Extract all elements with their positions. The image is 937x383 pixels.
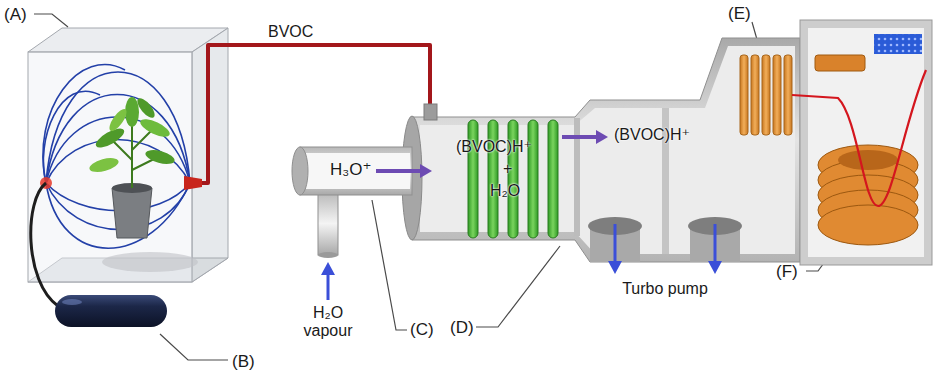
turbo-pump-ports <box>588 217 742 262</box>
gas-flow-arrows <box>321 224 722 300</box>
ion-label: + <box>503 160 512 178</box>
mass-analyser <box>815 55 865 71</box>
potted-plant <box>112 188 152 238</box>
ion-lens-plates <box>762 55 770 135</box>
ion-flight-path <box>792 70 926 206</box>
gas-flow-arrows <box>614 224 617 262</box>
air-ports <box>40 176 202 190</box>
callout-letter: (E) <box>728 4 751 24</box>
leader-lines <box>476 246 560 327</box>
leader-lines <box>34 14 832 360</box>
air-supply-canister <box>62 299 82 305</box>
mass-analyser <box>818 205 918 245</box>
ion-label: (BVOC)H⁺ <box>456 138 532 156</box>
drift-tube-rings <box>488 120 498 238</box>
potted-plant <box>106 106 129 133</box>
ion-flow-arrows <box>596 130 608 144</box>
mass-analyser <box>800 20 932 265</box>
drift-tube-rings <box>528 120 538 238</box>
instrument-housing <box>412 38 800 262</box>
plant-chamber <box>28 52 192 282</box>
mass-analyser <box>838 150 898 170</box>
potted-plant <box>125 97 139 127</box>
ion-lens-plates <box>751 55 759 135</box>
gas-flow-arrows <box>608 261 622 274</box>
air-supply-canister <box>31 183 58 306</box>
ion-flow-arrows <box>420 164 432 178</box>
mass-analyser <box>800 20 932 265</box>
potted-plant <box>134 96 157 121</box>
airflow-streamlines <box>46 95 190 184</box>
plant-chamber <box>28 28 228 282</box>
ion-lens-plates <box>784 55 792 135</box>
ion-label: (BVOC)H⁺ <box>614 126 690 144</box>
drift-tube-rings <box>508 120 518 238</box>
air-supply-canister <box>55 295 167 327</box>
ion-source <box>292 147 308 195</box>
ion-source <box>318 192 338 255</box>
ion-flow-arrows <box>376 130 608 178</box>
pump-label: Turbo pump <box>622 280 708 298</box>
potted-plant <box>88 96 176 238</box>
potted-plant <box>88 155 120 174</box>
ion-source <box>318 252 338 258</box>
ion-label: H₃O⁺ <box>330 160 371 180</box>
mass-analyser <box>808 28 924 257</box>
mass-analyser <box>818 145 918 245</box>
callout-letter: (C) <box>410 320 434 340</box>
leader-lines <box>34 14 68 27</box>
gas-flow-arrows <box>708 261 722 274</box>
gas-flow-arrows <box>327 274 330 300</box>
ion-lens-plates <box>740 55 792 135</box>
airflow-streamlines <box>43 65 190 249</box>
ion-source <box>292 147 412 258</box>
instrument-housing <box>424 104 437 120</box>
instrument-housing <box>420 46 795 254</box>
leader-lines <box>372 200 407 330</box>
callout-letter: (D) <box>450 318 474 338</box>
airflow-streamlines <box>46 72 190 183</box>
gas-flow-arrows <box>321 262 335 275</box>
ion-label: H₂O <box>490 182 520 200</box>
ion-flow-arrows <box>562 135 596 139</box>
ion-flow-arrows <box>376 169 420 173</box>
instrument-housing <box>402 38 800 262</box>
gas-label: H₂O vapour <box>296 304 360 341</box>
plant-chamber <box>102 252 198 272</box>
line-label: BVOC <box>268 23 313 41</box>
potted-plant <box>144 147 176 166</box>
air-ports <box>184 176 202 190</box>
gas-flow-arrows <box>714 224 717 262</box>
drift-tube-rings <box>468 120 558 238</box>
callout-letter: (F) <box>776 262 798 282</box>
mass-analyser <box>874 34 922 54</box>
potted-plant <box>138 116 172 140</box>
ion-lens-plates <box>740 55 748 135</box>
drift-tube-rings <box>548 120 558 238</box>
callout-letter: (B) <box>232 352 255 372</box>
air-supply-canister <box>31 183 167 327</box>
drift-tube-rings <box>468 120 478 238</box>
ion-lens-plates <box>773 55 781 135</box>
airflow-streamlines <box>46 183 190 248</box>
leader-lines <box>160 334 228 360</box>
callout-letter: (A) <box>4 5 27 25</box>
